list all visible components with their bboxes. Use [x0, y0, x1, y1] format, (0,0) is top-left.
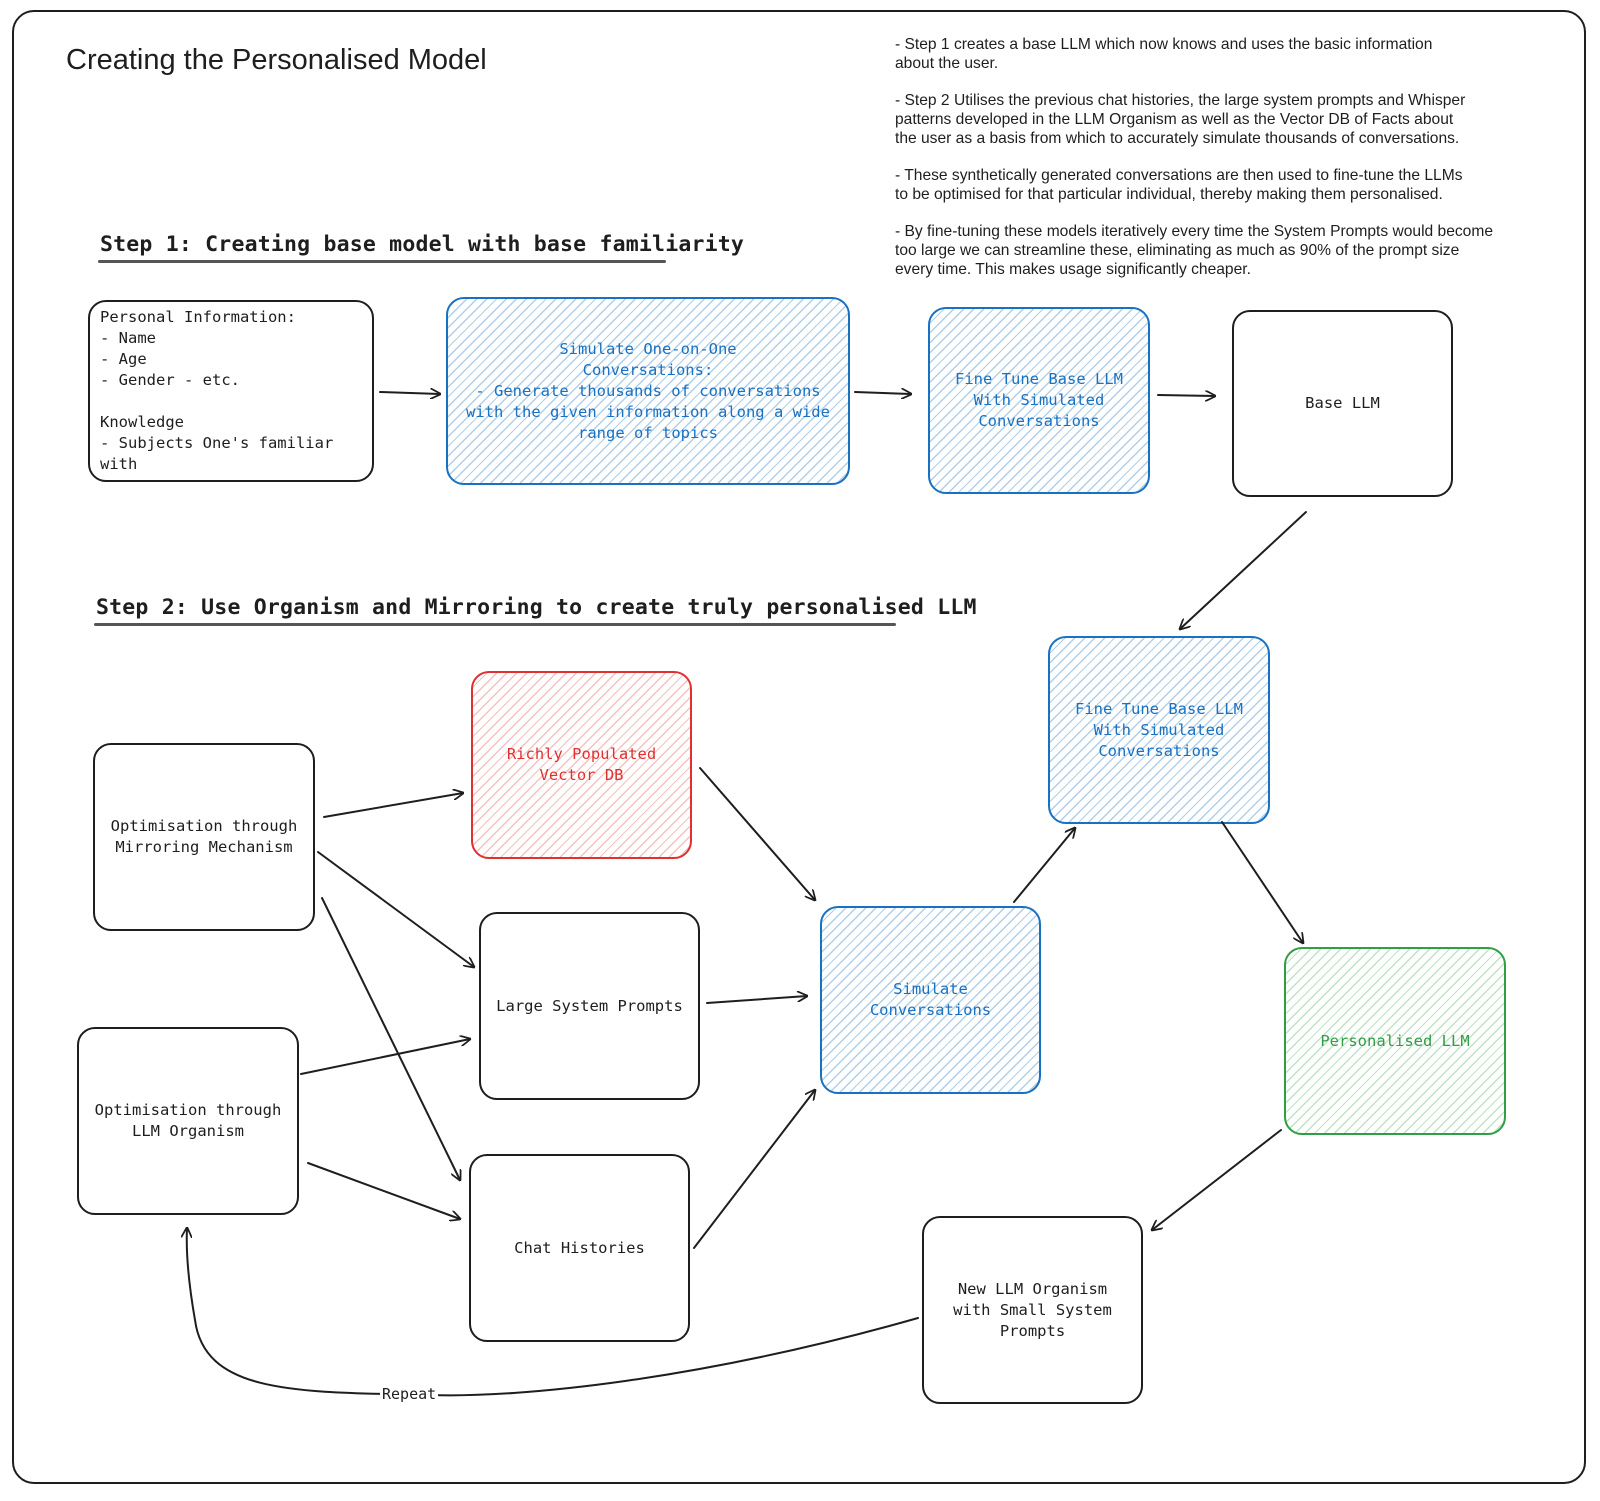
- arrow-mirroring-to-systemprompts: [317, 851, 474, 967]
- base-llm-node[interactable]: Base LLM: [1232, 310, 1453, 497]
- arrow-mirroring-to-vectordb: [323, 793, 463, 818]
- step1-underline: [98, 260, 666, 263]
- diagram-frame: [12, 10, 1586, 1484]
- step2-heading: Step 2: Use Organism and Mirroring to cr…: [96, 595, 977, 620]
- new-llm-organism-label: New LLM Organism with Small System Promp…: [953, 1279, 1112, 1340]
- llm-organism-node[interactable]: Optimisation through LLM Organism: [77, 1027, 299, 1215]
- note-iterative: - By fine-tuning these models iterativel…: [895, 223, 1494, 278]
- personalised-llm-node[interactable]: Personalised LLM: [1284, 947, 1506, 1135]
- large-system-prompts-label: Large System Prompts: [496, 996, 683, 1015]
- arrow-simulate-to-finetune: [854, 392, 911, 394]
- diagram-title: Creating the Personalised Model: [66, 44, 487, 76]
- arrow-organism-to-chathistories: [307, 1162, 460, 1219]
- arrow-personalised-to-neworganism: [1152, 1129, 1282, 1230]
- new-llm-organism-node[interactable]: New LLM Organism with Small System Promp…: [922, 1216, 1143, 1404]
- fine-tune-step2-label: Fine Tune Base LLM With Simulated Conver…: [1075, 699, 1243, 760]
- arrow-base-to-finetune2: [1180, 511, 1307, 629]
- arrow-personal-to-simulate: [379, 392, 440, 394]
- repeat-label: Repeat: [380, 1385, 439, 1403]
- chat-histories-label: Chat Histories: [514, 1238, 645, 1257]
- step2-underline: [94, 623, 896, 626]
- arrow-organism-to-systemprompts: [300, 1039, 470, 1075]
- note-finetune: - These synthetically generated conversa…: [895, 167, 1463, 203]
- personal-information-node[interactable]: Personal Information: - Name - Age - Gen…: [88, 300, 374, 482]
- arrow-finetune-to-base: [1157, 395, 1215, 396]
- mirroring-mechanism-label: Optimisation through Mirroring Mechanism: [110, 817, 298, 856]
- mirroring-mechanism-node[interactable]: Optimisation through Mirroring Mechanism: [93, 743, 315, 931]
- chat-histories-node[interactable]: Chat Histories: [469, 1154, 690, 1342]
- fine-tune-step1-label: Fine Tune Base LLM With Simulated Conver…: [955, 370, 1123, 430]
- simulate-conversations-node[interactable]: Simulate Conversations: [820, 906, 1041, 1094]
- arrow-finetune2-to-personalised: [1221, 821, 1303, 943]
- explanation-notes: - Step 1 creates a base LLM which now kn…: [895, 35, 1585, 297]
- arrow-repeat-loop: [187, 1228, 919, 1397]
- vector-db-label: Richly Populated Vector DB: [506, 745, 657, 784]
- simulate-one-on-one-label: Simulate One-on-One Conversations: - Gen…: [466, 339, 830, 442]
- large-system-prompts-node[interactable]: Large System Prompts: [479, 912, 700, 1100]
- arrow-mirroring-to-chathistories: [321, 897, 460, 1180]
- note-step1: - Step 1 creates a base LLM which now kn…: [895, 36, 1433, 72]
- fine-tune-step2-node[interactable]: Fine Tune Base LLM With Simulated Conver…: [1048, 636, 1270, 824]
- note-step2: - Step 2 Utilises the previous chat hist…: [895, 92, 1466, 147]
- arrow-simulate-to-finetune2: [1013, 828, 1075, 903]
- arrow-systemprompts-to-simulate: [706, 996, 807, 1004]
- personalised-llm-label: Personalised LLM: [1320, 1031, 1470, 1050]
- vector-db-node[interactable]: Richly Populated Vector DB: [471, 671, 692, 859]
- llm-organism-label: Optimisation through LLM Organism: [94, 1101, 282, 1140]
- base-llm-label: Base LLM: [1305, 394, 1380, 412]
- simulate-conversations-label: Simulate Conversations: [869, 980, 992, 1019]
- arrow-chathistories-to-simulate: [693, 1090, 815, 1249]
- step1-heading: Step 1: Creating base model with base fa…: [100, 232, 745, 257]
- arrow-vectordb-to-simulate: [699, 767, 815, 900]
- fine-tune-step1-node[interactable]: Fine Tune Base LLM With Simulated Conver…: [928, 307, 1150, 494]
- simulate-one-on-one-node[interactable]: Simulate One-on-One Conversations: - Gen…: [446, 297, 850, 485]
- personal-information-label: Personal Information: - Name - Age - Gen…: [100, 308, 334, 473]
